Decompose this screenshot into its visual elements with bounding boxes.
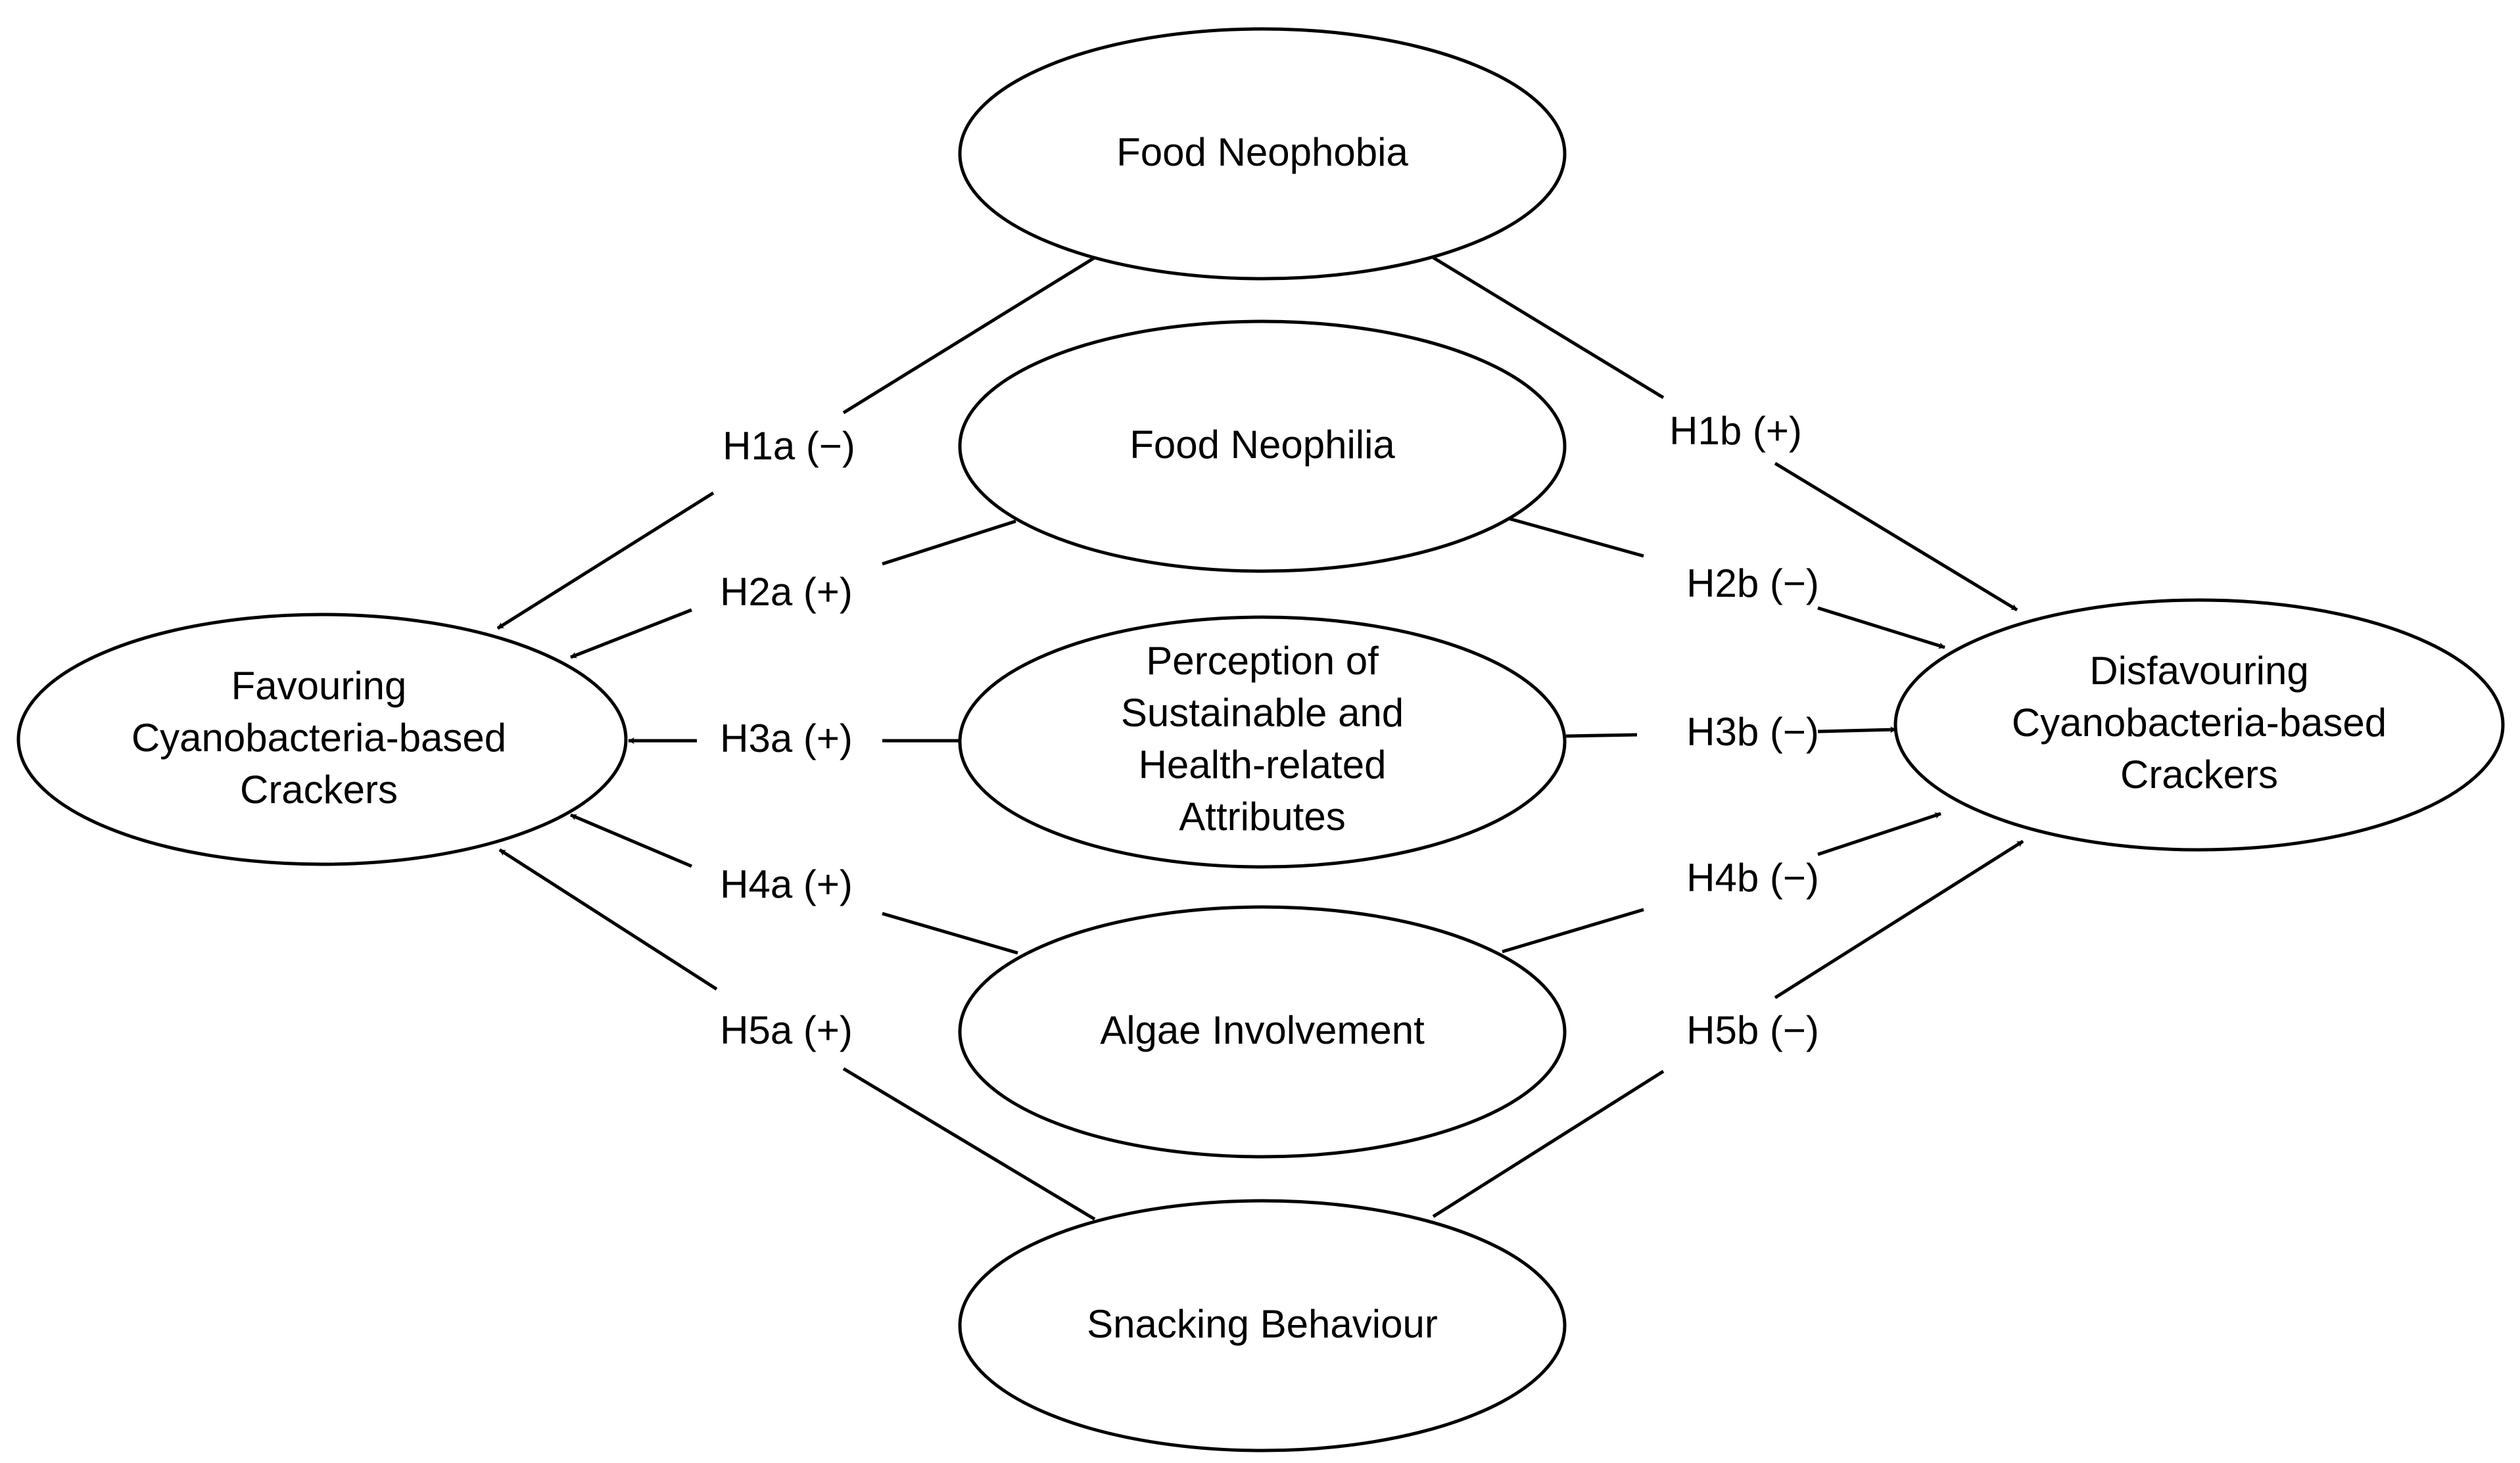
edge-h2a-segment-1 bbox=[882, 519, 1016, 566]
node-perception-line-2: Sustainable and bbox=[1121, 691, 1404, 735]
edge-h4b-segment-1 bbox=[1502, 908, 1644, 954]
edge-h1b-arrow bbox=[1774, 461, 2018, 612]
edge-h4b-arrow bbox=[1817, 812, 1941, 856]
node-snacking-behaviour: Snacking Behaviour bbox=[958, 1199, 1567, 1452]
node-perception-attributes: Perception of Sustainable and Health-rel… bbox=[958, 615, 1567, 869]
edge-h4a-arrow bbox=[570, 813, 692, 868]
hypothesis-label-h2b: H2b (−) bbox=[1686, 561, 1819, 605]
node-disfavouring-crackers: Disfavouring Cyanobacteria-based Cracker… bbox=[1893, 598, 2505, 852]
node-favouring-line-1: Favouring bbox=[231, 664, 407, 708]
edge-h3b-arrow bbox=[1817, 726, 1897, 733]
node-disfavouring-line-2: Cyanobacteria-based bbox=[2012, 701, 2387, 745]
hypothesis-label-h1b: H1b (+) bbox=[1669, 409, 1802, 453]
edge-h2b-segment-1 bbox=[1508, 517, 1644, 558]
node-favouring-line-3: Crackers bbox=[240, 768, 398, 812]
edge-h5a-segment-1 bbox=[842, 1067, 1096, 1221]
edge-h5a-arrow bbox=[498, 848, 718, 991]
hypothesis-label-h4b: H4b (−) bbox=[1686, 856, 1819, 900]
edge-h1b-segment-1 bbox=[1432, 256, 1665, 400]
node-perception-line-3: Health-related bbox=[1139, 743, 1387, 787]
node-disfavouring-line-1: Disfavouring bbox=[2089, 649, 2309, 693]
node-perception-line-1: Perception of bbox=[1146, 639, 1379, 683]
node-favouring-line-2: Cyanobacteria-based bbox=[131, 716, 506, 760]
hypothesis-label-h3b: H3b (−) bbox=[1686, 710, 1819, 754]
node-favouring-crackers: Favouring Cyanobacteria-based Crackers bbox=[16, 613, 628, 866]
hypothesis-label-h1a: H1a (−) bbox=[723, 424, 855, 468]
edge-h2a-arrow bbox=[570, 608, 692, 659]
node-food-neophilia-line-1: Food Neophilia bbox=[1129, 423, 1395, 467]
hypothesis-label-h4a: H4a (+) bbox=[720, 862, 853, 906]
node-algae-involvement: Algae Involvement bbox=[958, 905, 1567, 1159]
hypothesis-label-h5a: H5a (+) bbox=[720, 1008, 853, 1052]
edge-h5b-arrow bbox=[1774, 839, 2024, 1000]
node-disfavouring-line-3: Crackers bbox=[2120, 753, 2278, 797]
node-snacking-behaviour-line-1: Snacking Behaviour bbox=[1087, 1302, 1438, 1346]
hypothesis-label-h3a: H3a (+) bbox=[720, 716, 853, 760]
node-algae-involvement-line-1: Algae Involvement bbox=[1100, 1008, 1425, 1052]
node-perception-line-4: Attributes bbox=[1179, 795, 1345, 839]
node-food-neophobia: Food Neophobia bbox=[958, 27, 1567, 281]
edge-h3b-segment-1 bbox=[1565, 733, 1638, 738]
edge-h2b-arrow bbox=[1817, 606, 1945, 649]
edge-h5b-segment-1 bbox=[1432, 1069, 1665, 1219]
edge-h1a-segment-1 bbox=[842, 256, 1096, 415]
hypothesis-label-h2a: H2a (+) bbox=[720, 570, 853, 614]
hypothesis-label-h5b: H5b (−) bbox=[1686, 1008, 1819, 1052]
edge-h4a-segment-1 bbox=[882, 912, 1018, 955]
node-food-neophilia: Food Neophilia bbox=[958, 319, 1567, 573]
edge-h1a-arrow bbox=[496, 491, 715, 630]
node-food-neophobia-line-1: Food Neophobia bbox=[1116, 130, 1408, 174]
